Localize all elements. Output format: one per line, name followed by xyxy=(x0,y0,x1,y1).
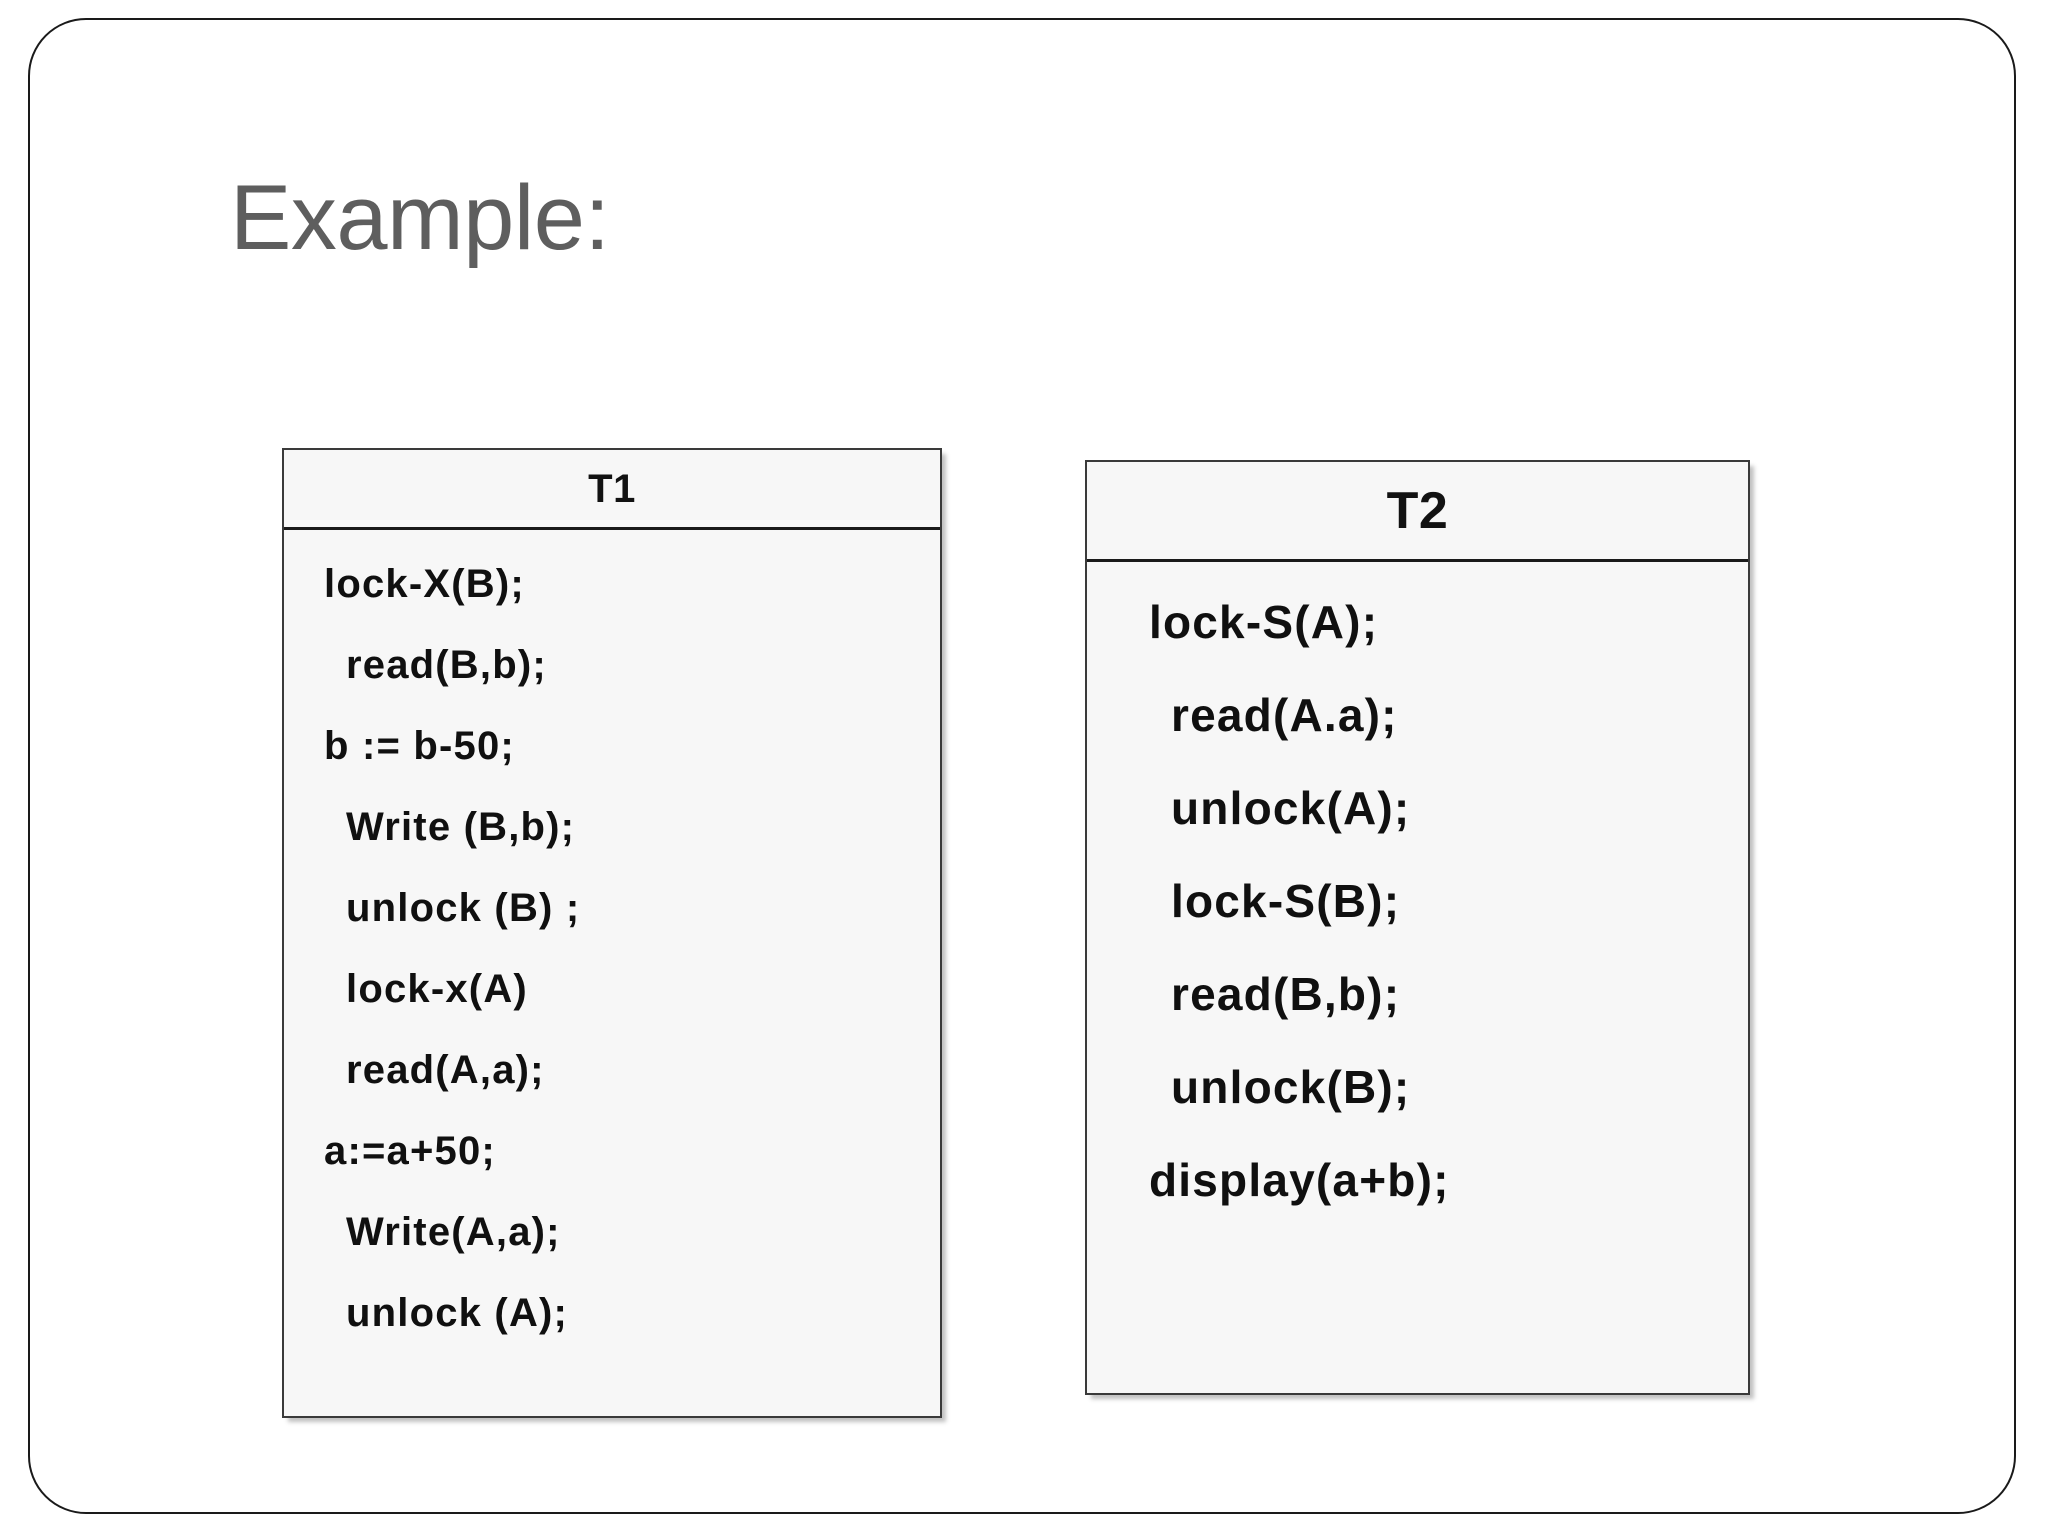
transaction-line: lock-X(B); xyxy=(324,562,525,606)
transaction-line: unlock(B); xyxy=(1171,1061,1411,1113)
transaction-line: unlock(A); xyxy=(1171,782,1411,834)
page-title: Example: xyxy=(230,167,610,269)
transaction-body-t1: lock-X(B); read(B,b); b := b-50; Write (… xyxy=(284,530,940,1354)
transaction-table-t1: T1 lock-X(B); read(B,b); b := b-50; Writ… xyxy=(282,448,942,1418)
transaction-line: lock-S(A); xyxy=(1149,596,1379,648)
transaction-line: Write(A,a); xyxy=(346,1210,561,1254)
transaction-line: read(A.a); xyxy=(1171,689,1398,741)
transaction-line: b := b-50; xyxy=(324,724,515,768)
slide-frame: Example: T1 lock-X(B); read(B,b); b := b… xyxy=(28,18,2016,1514)
transaction-line: read(B,b); xyxy=(346,643,547,687)
transaction-line: Write (B,b); xyxy=(346,805,576,849)
transaction-line: display(a+b); xyxy=(1149,1154,1450,1206)
transaction-header-t2: T2 xyxy=(1087,462,1748,562)
transaction-line: lock-S(B); xyxy=(1171,875,1401,927)
transaction-line: read(A,a); xyxy=(346,1048,545,1092)
transaction-line: unlock (B) ; xyxy=(346,886,581,930)
transaction-line: a:=a+50; xyxy=(324,1129,496,1173)
transaction-line: lock-x(A) xyxy=(346,967,528,1011)
transaction-table-t2: T2 lock-S(A); read(A.a); unlock(A); lock… xyxy=(1085,460,1750,1395)
transaction-line: read(B,b); xyxy=(1171,968,1401,1020)
transaction-body-t2: lock-S(A); read(A.a); unlock(A); lock-S(… xyxy=(1087,562,1748,1227)
transaction-header-t1: T1 xyxy=(284,450,940,530)
transaction-line: unlock (A); xyxy=(346,1291,569,1335)
